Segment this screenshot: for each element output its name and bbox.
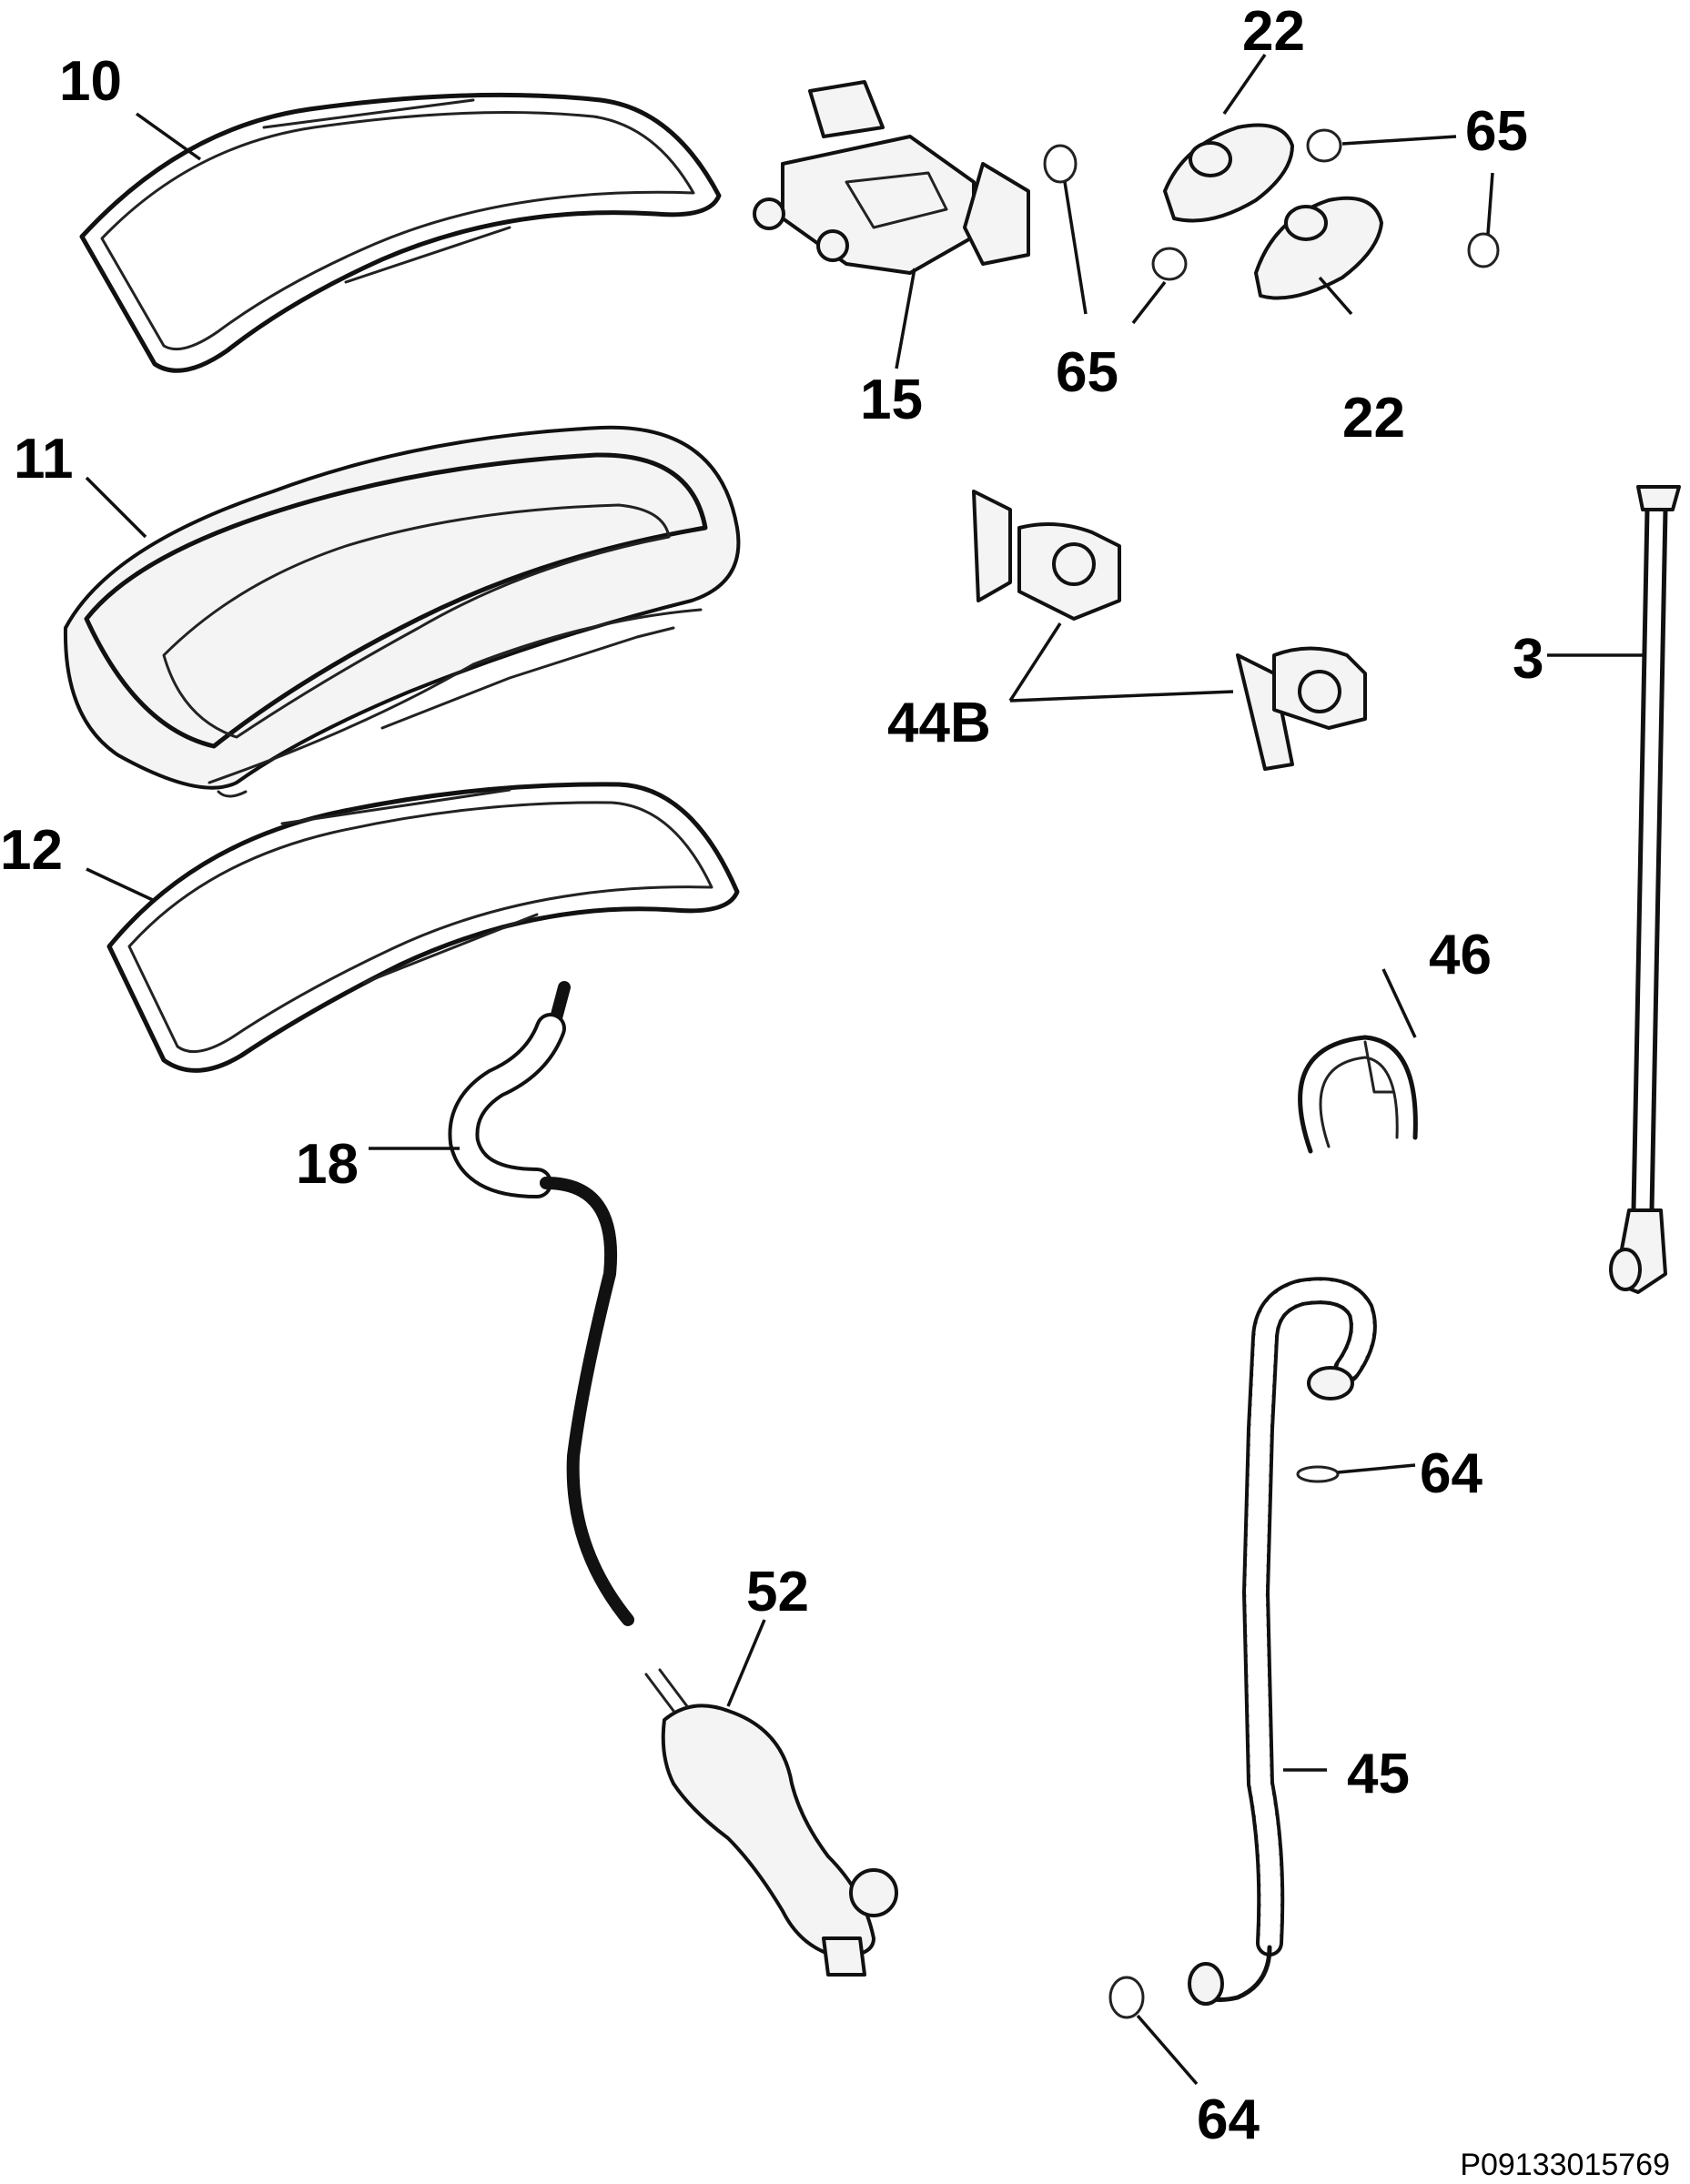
part-64-clamp-upper (1296, 1465, 1340, 1483)
callout-15: 15 (860, 369, 923, 431)
callout-64-lower: 64 (1197, 2088, 1260, 2151)
part-65-clamp-d (1467, 232, 1500, 268)
callout-22-lower: 22 (1342, 387, 1405, 450)
part-65-clamp-c (1306, 128, 1342, 163)
callout-10: 10 (59, 50, 122, 113)
callout-44b: 44B (887, 692, 991, 754)
part-52-valve-assembly (644, 1668, 898, 1977)
callout-12: 12 (0, 819, 63, 882)
callout-22-upper: 22 (1242, 0, 1305, 63)
part-12-gasket-ring (106, 782, 740, 1073)
callout-64-upper: 64 (1420, 1442, 1483, 1505)
part-44b-holder-lower (1236, 646, 1367, 771)
part-18-hose (448, 981, 634, 1626)
callout-46: 46 (1429, 924, 1492, 986)
leader-lines (85, 54, 1643, 2086)
part-3-rod (1609, 485, 1681, 1294)
callout-18: 18 (296, 1133, 359, 1196)
part-11-door-frame (63, 425, 741, 798)
part-64-clamp-lower (1108, 1976, 1145, 2019)
part-10-gasket-ring (79, 92, 722, 373)
part-46-u-clip (1298, 1035, 1418, 1154)
part-22-elbow-connector-lower (1254, 196, 1383, 300)
part-45-drain-hose (1188, 1277, 1377, 2006)
part-15-connector-block (753, 80, 1030, 275)
reference-code: P09133015769 (1460, 2148, 1670, 2182)
callout-65-left: 65 (1056, 341, 1118, 404)
part-44b-holder-upper (972, 490, 1121, 621)
callout-52: 52 (746, 1561, 809, 1623)
part-65-clamp-b (1151, 247, 1188, 281)
callout-3: 3 (1513, 628, 1543, 691)
callout-65-right: 65 (1465, 100, 1528, 163)
callout-11: 11 (14, 428, 74, 490)
part-65-clamp-a (1043, 144, 1078, 184)
callout-45: 45 (1347, 1743, 1410, 1805)
part-22-elbow-connector-upper (1163, 123, 1294, 223)
